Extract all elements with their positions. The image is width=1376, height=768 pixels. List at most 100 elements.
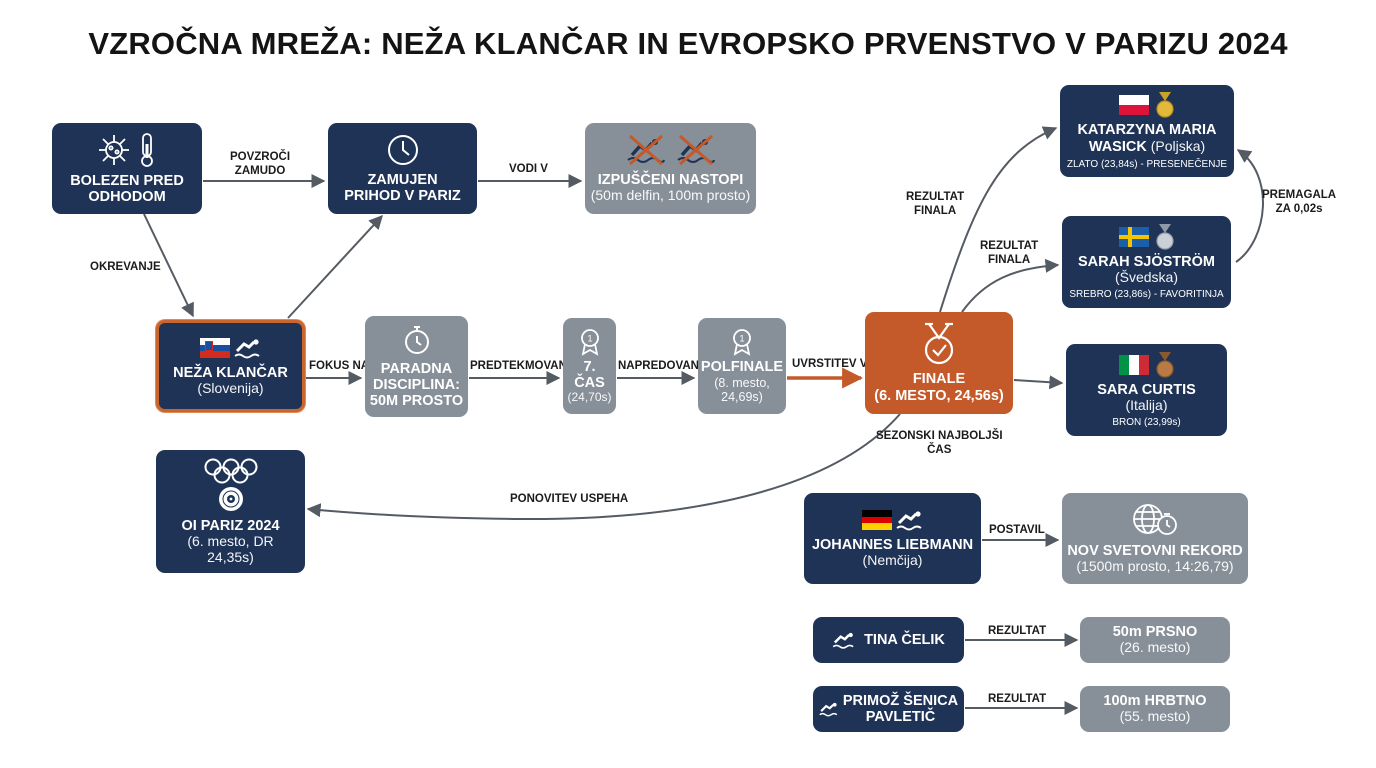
node-prsno-sub: (26. mesto) (1119, 639, 1191, 656)
italy-flag-icon (1118, 354, 1149, 375)
node-katarzyna-small: ZLATO (23,84s) - PRESENEČENJE (1066, 158, 1228, 170)
node-polfinale-line1: POLFINALE (700, 359, 784, 376)
poland-flag-icon (1119, 94, 1149, 115)
node-prsno-line1: 50m PRSNO (1112, 624, 1198, 641)
edge-label-uvrstitev: UVRSTITEV V (792, 358, 868, 370)
virus-icon (99, 134, 129, 165)
edge-finale-sara (1013, 375, 1064, 390)
node-bolezen: BOLEZEN PRED ODHODOM (52, 123, 202, 214)
node-finale-line2: (6. MESTO, 24,56s) (874, 387, 1004, 404)
node-johannes-line1: JOHANNES LIEBMANN (811, 537, 974, 554)
gold-medal-icon (1156, 91, 1174, 118)
stopwatch-icon (404, 325, 429, 354)
node-primoz-text: PRIMOŽ ŠENICA PAVLETIČ (843, 693, 958, 725)
node-sarah-small: SREBRO (23,86s) - FAVORITINJA (1069, 288, 1224, 300)
node-katarzyna: KATARZYNA MARIA WASICK (Poljska) ZLATO (… (1060, 85, 1234, 177)
edge-label-okrevanje: OKREVANJE (90, 261, 161, 273)
swimmer-icon (819, 702, 838, 717)
svg-text:1: 1 (739, 334, 744, 344)
edge-finale-oi (306, 413, 901, 521)
node-tina: TINA ČELIK (813, 617, 964, 663)
node-sarah-sub: (Švedska) (1114, 269, 1179, 286)
node-izpusceni-sub: (50m delfin, 100m prosto) (590, 187, 751, 204)
node-hrbtno-sub: (55. mesto) (1119, 708, 1191, 725)
edge-finale-sarah (961, 258, 1060, 313)
sweden-flag-icon (1118, 226, 1149, 247)
node-polfinale-sub1: (8. mesto, (714, 375, 770, 390)
edge-label-vodi: VODI V (509, 163, 548, 175)
svg-text:1: 1 (587, 333, 592, 343)
node-neza: NEŽA KLANČAR (Slovenija) (156, 320, 305, 412)
node-tina-line1: TINA ČELIK (864, 631, 945, 648)
node-sara-small: BRON (23,99s) (1112, 416, 1181, 428)
thermometer-icon (141, 132, 153, 167)
swimmer-icon (895, 511, 922, 531)
node-sara-sub: (Italija) (1125, 397, 1168, 414)
edge-label-rezultat-tina: REZULTAT (988, 625, 1047, 637)
node-rekord: NOV SVETOVNI REKORD (1500m prosto, 14:26… (1062, 493, 1248, 584)
edge-finale-katarzyna (939, 126, 1058, 313)
swimmer-icon (832, 632, 854, 649)
node-sedmi: 1 7. ČAS (24,70s) (563, 318, 616, 414)
diagram-title: VZROČNA MREŽA: NEŽA KLANČAR IN EVROPSKO … (88, 26, 1288, 61)
bronze-medal-icon (1155, 351, 1174, 378)
node-sedmi-line2: ČAS (574, 374, 605, 391)
node-sarah-line1: SARAH SJÖSTRÖM (1078, 253, 1215, 270)
edge-label-napredovanje: NAPREDOVANJE (618, 360, 713, 372)
node-polfinale: 1 POLFINALE (8. mesto, 24,69s) (698, 318, 786, 414)
node-rekord-sub: (1500m prosto, 14:26,79) (1076, 558, 1234, 575)
edge-label-fokus: FOKUS NA (309, 360, 370, 372)
node-rekord-line1: NOV SVETOVNI REKORD (1067, 543, 1243, 560)
node-sarah: SARAH SJÖSTRÖM (Švedska) SREBRO (23,86s)… (1062, 216, 1231, 308)
medal-check-icon (924, 323, 954, 365)
node-hrbtno-line1: 100m HRBTNO (1103, 693, 1207, 710)
node-paradna-line2: DISCIPLINA: (373, 376, 460, 393)
node-finale: FINALE (6. MESTO, 24,56s) (865, 312, 1013, 414)
olympic-rings-icon (204, 458, 257, 484)
node-oi-sub2: 24,35s) (207, 548, 254, 565)
germany-flag-icon (861, 510, 892, 531)
vinyl-disc-icon (218, 486, 243, 511)
node-sedmi-sub: (24,70s) (567, 390, 612, 405)
crossed-swimmer-icon (626, 134, 665, 166)
award-ribbon-icon: 1 (580, 328, 599, 356)
node-zamujen-line2: PRIHOD V PARIZ (344, 188, 461, 204)
edge-label-predtek: PREDTEKMOVANJE (470, 360, 581, 372)
crossed-swimmer-icon (676, 134, 715, 166)
award-ribbon-icon: 1 (733, 329, 751, 357)
node-izpusceni: IZPUŠČENI NASTOPI (50m delfin, 100m pros… (585, 123, 756, 214)
node-paradna: PARADNA DISCIPLINA: 50M PROSTO (365, 316, 468, 417)
node-prsno: 50m PRSNO (26. mesto) (1080, 617, 1230, 663)
slovenia-flag-icon (199, 337, 230, 358)
silver-medal-icon (1155, 223, 1174, 250)
node-paradna-line1: PARADNA (380, 360, 453, 377)
node-katarzyna-line1: KATARZYNA MARIA (1077, 121, 1217, 138)
edge-label-rezultat-primoz: REZULTAT (988, 693, 1047, 705)
node-bolezen-line1: BOLEZEN PRED (70, 172, 184, 189)
node-sara-line1: SARA CURTIS (1097, 381, 1196, 398)
edge-label-postavil: POSTAVIL (989, 524, 1045, 536)
node-oi-sub1: (6. mesto, DR (187, 532, 274, 549)
node-paradna-line3: 50M PROSTO (369, 393, 464, 410)
node-primoz-line2: PAVLETIČ (865, 709, 936, 725)
node-neza-line1: NEŽA KLANČAR (173, 364, 288, 381)
edge-neza-zamujen (287, 214, 383, 319)
node-primoz-line1: PRIMOŽ ŠENICA (842, 692, 959, 709)
node-johannes-sub: (Nemčija) (862, 552, 923, 569)
node-neza-sub: (Slovenija) (197, 379, 264, 396)
node-oi-line1: OI PARIZ 2024 (181, 517, 280, 534)
edge-bolezen-neza (143, 213, 194, 318)
node-zamujen-line1: ZAMUJEN (367, 171, 438, 188)
edge-label-ponovitev: PONOVITEV USPEHA (510, 493, 629, 505)
swimmer-icon (233, 338, 260, 359)
node-primoz: PRIMOŽ ŠENICA PAVLETIČ (813, 686, 964, 732)
node-katarzyna-line2: WASICK (Poljska) (1088, 138, 1206, 156)
node-sedmi-line1: 7. (583, 358, 596, 375)
node-zamujen: ZAMUJEN PRIHOD V PARIZ (328, 123, 477, 214)
node-bolezen-line2: ODHODOM (88, 189, 166, 205)
